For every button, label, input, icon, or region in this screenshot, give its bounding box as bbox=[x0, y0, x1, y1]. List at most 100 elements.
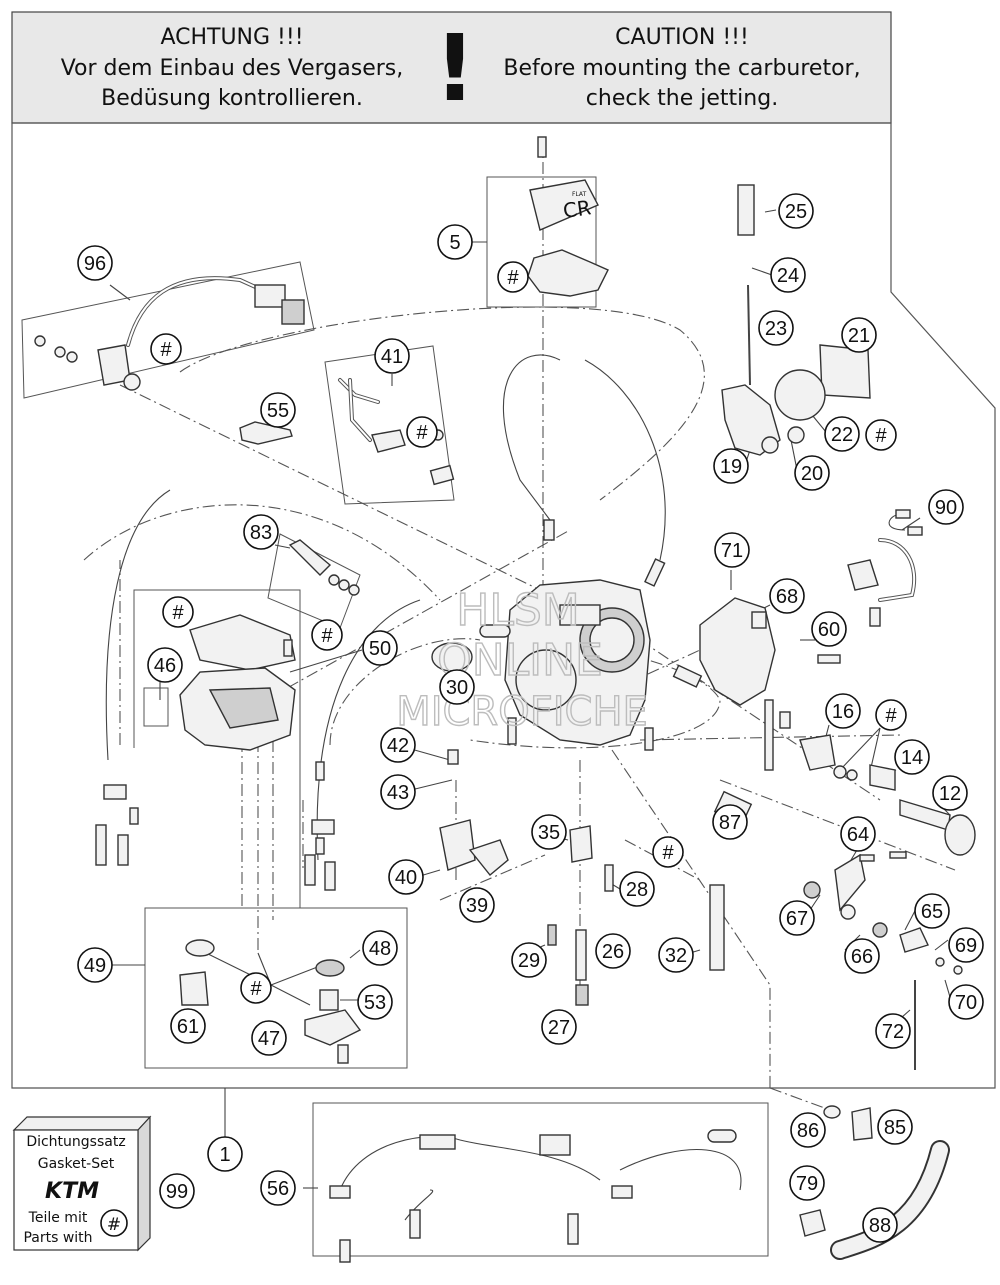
callout-28: 28 bbox=[619, 871, 655, 907]
warning-de-line2: Bedüsung kontrollieren. bbox=[101, 86, 363, 111]
callout-circle bbox=[894, 739, 930, 775]
callout-circle bbox=[714, 532, 750, 568]
callout-number: 40 bbox=[395, 867, 417, 889]
callout-circle bbox=[362, 630, 398, 666]
callout-circle bbox=[948, 927, 984, 963]
callout-23: 23 bbox=[758, 310, 794, 346]
callout-number: # bbox=[507, 267, 519, 289]
callout-number: 12 bbox=[939, 783, 961, 805]
callout-number: 66 bbox=[851, 946, 873, 968]
callout-number: 28 bbox=[626, 879, 648, 901]
callout-circle bbox=[841, 317, 877, 353]
callout-85: 85 bbox=[877, 1109, 913, 1145]
callout-number: 61 bbox=[177, 1016, 199, 1038]
callout-68: 68 bbox=[769, 578, 805, 614]
callout-circle bbox=[948, 984, 984, 1020]
callout-number: 65 bbox=[921, 901, 943, 923]
callout-number: 67 bbox=[786, 908, 808, 930]
callout-number: 56 bbox=[267, 1178, 289, 1200]
warning-de-line1: Vor dem Einbau des Vergasers, bbox=[61, 56, 404, 81]
callout-circle bbox=[497, 261, 529, 293]
callout-circle bbox=[150, 333, 182, 365]
callout-number: 72 bbox=[882, 1021, 904, 1043]
callout-number: 83 bbox=[250, 522, 272, 544]
callout-hash-h1: # bbox=[497, 261, 529, 293]
callout-circle bbox=[811, 611, 847, 647]
callout-hash-h7: # bbox=[865, 419, 897, 451]
callout-number: 71 bbox=[721, 540, 743, 562]
callout-number: 25 bbox=[785, 201, 807, 223]
callout-53: 53 bbox=[357, 984, 393, 1020]
cover-flat-label: FLAT bbox=[572, 191, 587, 198]
callout-hash-h5: # bbox=[311, 619, 343, 651]
callout-circle bbox=[758, 310, 794, 346]
callout-circle bbox=[243, 514, 279, 550]
callout-50: 50 bbox=[362, 630, 398, 666]
callout-circle bbox=[311, 619, 343, 651]
callout-circle bbox=[240, 972, 272, 1004]
callout-number: # bbox=[160, 339, 172, 361]
callout-39: 39 bbox=[459, 887, 495, 923]
callout-number: 20 bbox=[801, 463, 823, 485]
callout-number: # bbox=[172, 602, 184, 624]
callout-27: 27 bbox=[541, 1009, 577, 1045]
callout-41: 41 bbox=[374, 338, 410, 374]
callout-circle bbox=[459, 887, 495, 923]
callout-1: 1 bbox=[207, 1136, 243, 1172]
callout-circle bbox=[769, 578, 805, 614]
callout-circle bbox=[862, 1207, 898, 1243]
callout-number: # bbox=[321, 625, 333, 647]
callout-circle bbox=[251, 1020, 287, 1056]
callout-number: 16 bbox=[832, 701, 854, 723]
callout-32: 32 bbox=[658, 937, 694, 973]
callout-circle bbox=[875, 699, 907, 731]
callout-number: 55 bbox=[267, 400, 289, 422]
callout-number: 42 bbox=[387, 735, 409, 757]
callout-number: 47 bbox=[258, 1028, 280, 1050]
callout-circle bbox=[865, 419, 897, 451]
callout-circle bbox=[713, 448, 749, 484]
watermark-line3: MICROFICHE bbox=[396, 689, 648, 735]
callout-number: # bbox=[885, 705, 897, 727]
callout-circle bbox=[932, 775, 968, 811]
part-drawings: CR FLAT bbox=[34, 136, 976, 1263]
callout-number: 68 bbox=[776, 586, 798, 608]
callout-83: 83 bbox=[243, 514, 279, 550]
callout-90: 90 bbox=[928, 489, 964, 525]
callout-number: 48 bbox=[369, 938, 391, 960]
callout-48: 48 bbox=[362, 930, 398, 966]
callout-circle bbox=[541, 1009, 577, 1045]
watermark-line1: HLSM bbox=[456, 585, 580, 636]
callout-hash-h3: # bbox=[406, 416, 438, 448]
callout-circle bbox=[619, 871, 655, 907]
callout-5: 5 bbox=[437, 224, 473, 260]
callout-hash-h6: # bbox=[875, 699, 907, 731]
callout-number: 23 bbox=[765, 318, 787, 340]
callout-circle bbox=[162, 596, 194, 628]
callout-circle bbox=[439, 669, 475, 705]
callout-circle bbox=[437, 224, 473, 260]
ktm-logo-text: KTM bbox=[45, 1179, 99, 1204]
callout-60: 60 bbox=[811, 611, 847, 647]
callout-16: 16 bbox=[825, 693, 861, 729]
callout-number: 43 bbox=[387, 782, 409, 804]
cover-cr-label: CR bbox=[561, 195, 592, 223]
callout-number: 70 bbox=[955, 992, 977, 1014]
gasket-box-line3: Teile mit bbox=[28, 1210, 88, 1226]
warning-de-title: ACHTUNG !!! bbox=[160, 25, 303, 50]
warning-en-title: CAUTION !!! bbox=[615, 25, 749, 50]
callout-47: 47 bbox=[251, 1020, 287, 1056]
callout-circle bbox=[877, 1109, 913, 1145]
callout-circle bbox=[260, 1170, 296, 1206]
callout-circle bbox=[77, 245, 113, 281]
callout-number: # bbox=[875, 425, 887, 447]
callout-circle bbox=[770, 257, 806, 293]
callout-42: 42 bbox=[380, 727, 416, 763]
callout-number: 32 bbox=[665, 945, 687, 967]
callout-number: 87 bbox=[719, 812, 741, 834]
callout-number: 49 bbox=[84, 955, 106, 977]
callout-circle bbox=[794, 455, 830, 491]
callout-number: 60 bbox=[818, 619, 840, 641]
